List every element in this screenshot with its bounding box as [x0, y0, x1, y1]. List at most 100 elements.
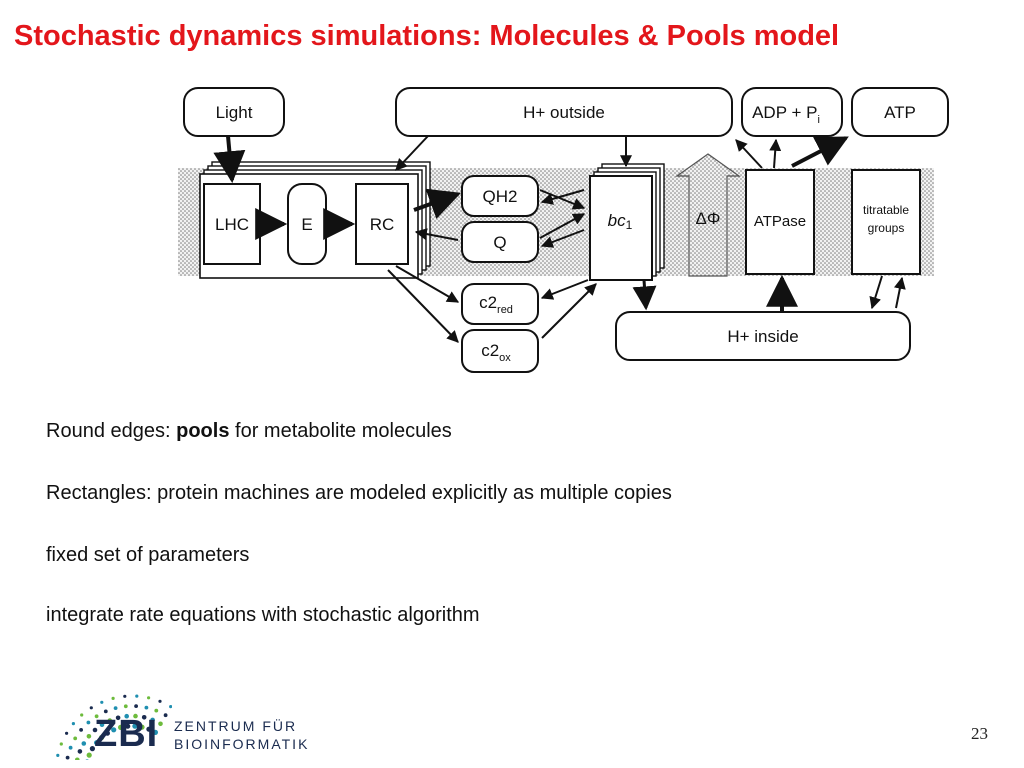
- pools-model-diagram: Light H+ outside ADP + Pi ATP LHC E RC Q…: [178, 87, 949, 373]
- logo-dot: [158, 699, 162, 703]
- pool-c2-ox: c2ox: [461, 329, 539, 373]
- logo-dot: [89, 706, 93, 710]
- bullet-1-prefix: Round edges:: [46, 420, 177, 442]
- arrow-rc-c2ox: [387, 269, 459, 343]
- logo-line2: BIOINFORMATIK: [174, 736, 310, 752]
- arrow-hin-titratable: [893, 276, 906, 309]
- arrow-hout-rc: [395, 135, 429, 171]
- logo-abbrev: ZBI: [94, 713, 159, 755]
- arrow-rc-c2red: [395, 265, 460, 303]
- logo-dot: [144, 705, 149, 710]
- machine-titratable-groups: titratable groups: [851, 169, 921, 275]
- logo-dot: [84, 759, 90, 765]
- logo-dot: [100, 700, 104, 704]
- logo-dot: [104, 730, 110, 736]
- logo-dot: [73, 736, 78, 741]
- arrow-bc1-c2red: [540, 279, 589, 300]
- logo-dot: [113, 706, 118, 710]
- arrow-bc1-q: [540, 229, 585, 248]
- logo-dot: [158, 721, 163, 727]
- pool-c2-ox-label: c2: [481, 341, 499, 360]
- arrow-q-rc: [414, 228, 459, 241]
- machine-bc1: bc1: [589, 163, 665, 281]
- arrow-atpase-adp: [769, 138, 782, 169]
- svg-text:c2ox: c2ox: [481, 341, 511, 364]
- logo-dot: [133, 713, 138, 719]
- logo-dot: [92, 727, 98, 733]
- pool-h-inside: H+ inside: [615, 311, 911, 361]
- logo-dot: [115, 715, 121, 721]
- logo-dot: [86, 734, 92, 739]
- membrane-potential-label: ΔΦ: [696, 209, 721, 228]
- logo-dot: [152, 729, 158, 735]
- logo-dot: [111, 727, 117, 733]
- arrow-bc1-hin: [632, 279, 657, 311]
- arrow-q-bc1: [539, 213, 586, 239]
- zbi-logo: ZBI ZENTRUM FÜR BIOINFORMATIK: [22, 680, 307, 768]
- pool-adp-label: ADP + P: [752, 103, 817, 122]
- slide-title: Stochastic dynamics simulations: Molecul…: [14, 20, 840, 52]
- logo-dot: [123, 704, 128, 709]
- pool-q: Q: [461, 221, 539, 263]
- logo-dot: [59, 742, 63, 746]
- svg-text:bc1: bc1: [608, 211, 633, 232]
- logo-dot: [141, 715, 147, 720]
- pool-c2-ox-subscript: ox: [499, 352, 511, 364]
- logo-dot: [99, 722, 105, 727]
- pool-c2-red-subscript: red: [497, 304, 513, 316]
- machine-lhc: LHC: [203, 183, 261, 265]
- svg-text:c2red: c2red: [479, 293, 513, 316]
- pool-atp: ATP: [851, 87, 949, 137]
- logo-dot: [134, 704, 138, 708]
- pool-h-outside: H+ outside: [395, 87, 733, 137]
- pool-atp-label: ATP: [884, 103, 916, 122]
- pool-qh2-label: QH2: [483, 187, 518, 206]
- logo-dot: [65, 731, 69, 735]
- page-number: 23: [971, 724, 988, 743]
- logo-dot: [154, 708, 159, 713]
- logo-dot: [132, 723, 138, 729]
- logo-line1: ZENTRUM FÜR: [174, 718, 298, 734]
- membrane-potential-arrow: ΔΦ: [675, 153, 741, 277]
- machine-lhc-label: LHC: [215, 215, 249, 234]
- arrow-adp-atpase: [791, 136, 849, 168]
- logo-dot: [163, 713, 168, 718]
- logo-dot: [89, 746, 95, 752]
- pool-energy: E: [287, 183, 327, 265]
- logo-dot: [75, 757, 80, 763]
- logo-dot: [123, 694, 127, 698]
- logo-dot: [68, 745, 73, 750]
- machine-atpase-label: ATPase: [754, 213, 806, 230]
- bullet-integrate: integrate rate equations with stochastic…: [46, 604, 480, 626]
- machine-atpase: ATPase: [745, 169, 815, 275]
- logo-dot: [111, 696, 115, 700]
- reaction-arrows: [213, 135, 906, 343]
- pool-h-inside-label: H+ inside: [727, 327, 798, 346]
- machine-bc1-subscript: 1: [626, 218, 633, 232]
- logo-dot: [79, 728, 83, 732]
- arrow-c2ox-bc1: [541, 283, 597, 339]
- logo-dot: [86, 720, 91, 725]
- bullet-1-suffix: for metabolite molecules: [229, 420, 452, 442]
- logo-dot: [65, 755, 70, 760]
- logo-dot: [99, 734, 105, 741]
- pool-adp: ADP + Pi: [741, 87, 843, 137]
- machine-bc1-label: bc: [608, 211, 626, 230]
- logo-dot: [94, 714, 99, 719]
- titratable-label-line2: groups: [868, 221, 905, 235]
- titratable-label-line1: titratable: [863, 203, 909, 217]
- logo-dot: [118, 724, 124, 730]
- logo-dot: [135, 694, 139, 698]
- bullet-round-edges: Round edges: pools for metabolite molecu…: [46, 420, 452, 443]
- arrow-rc-qh2: [413, 188, 462, 219]
- bullet-parameters: fixed set of parameters: [46, 544, 250, 566]
- logo-dot: [124, 713, 129, 719]
- pool-c2-red: c2red: [461, 283, 539, 325]
- logo-dot: [107, 718, 113, 723]
- logo-dot: [125, 723, 131, 729]
- logo-dot: [86, 752, 92, 758]
- pool-q-label: Q: [493, 233, 506, 252]
- pool-qh2: QH2: [461, 175, 539, 217]
- pool-light: Light: [183, 87, 285, 137]
- logo-dot: [103, 709, 108, 714]
